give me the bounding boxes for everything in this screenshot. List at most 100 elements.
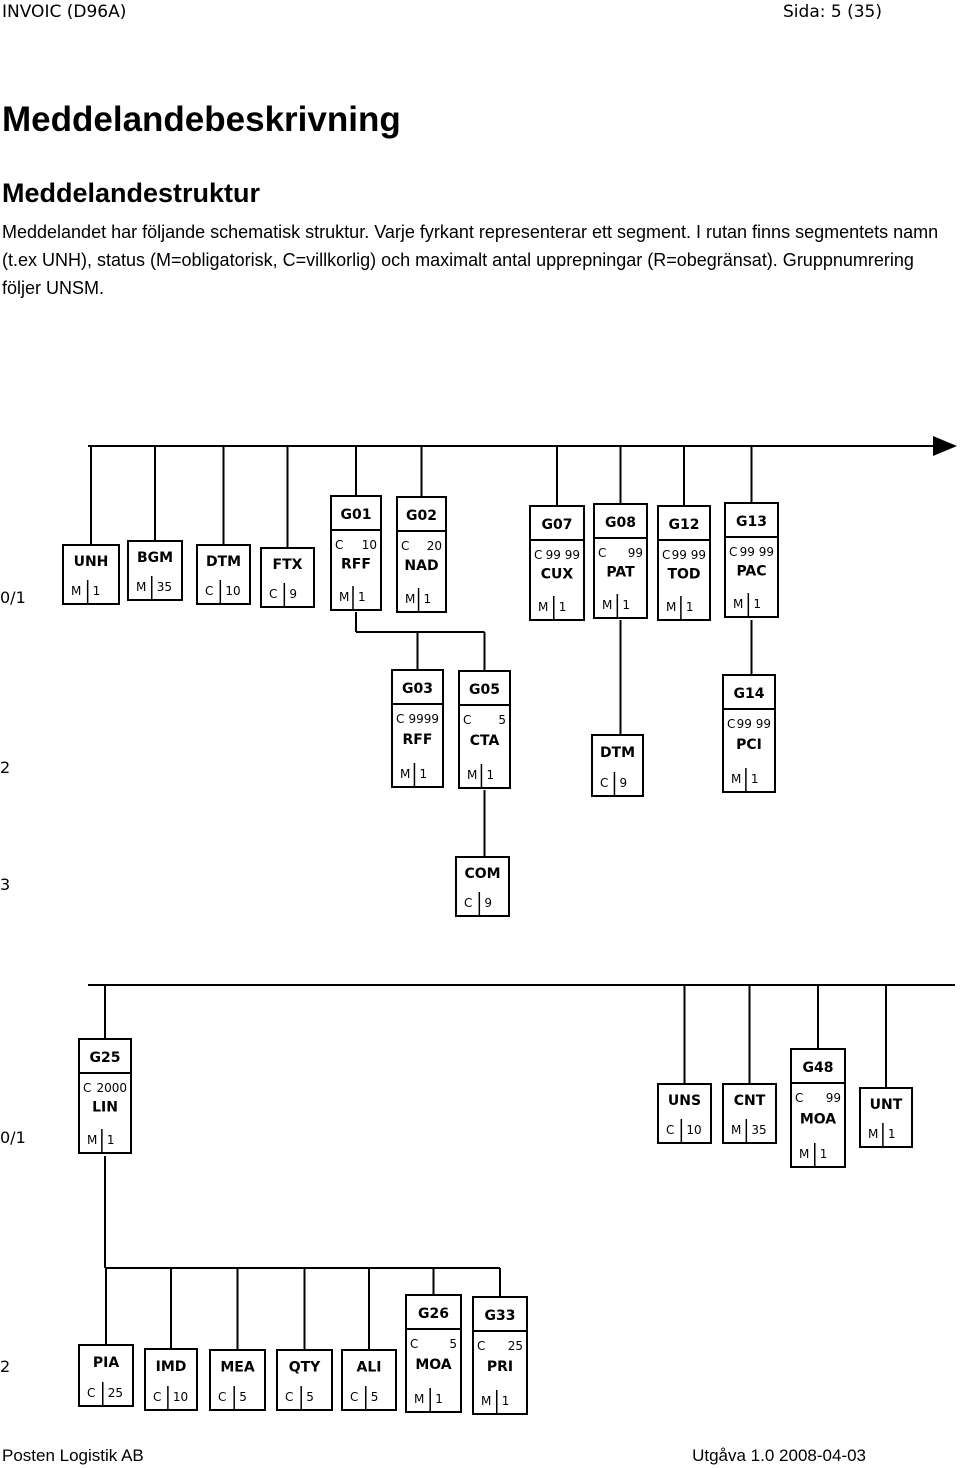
segment-repetitions: 1 — [888, 1127, 896, 1141]
segment-repetitions: 1 — [820, 1147, 828, 1161]
group-repetitions: 99 — [628, 546, 643, 560]
segment-repetitions: 1 — [424, 592, 432, 606]
segment-box — [341, 1349, 397, 1411]
segment-name: DTM — [206, 554, 241, 570]
segment-name: ALI — [357, 1360, 382, 1376]
segment-name: CNT — [734, 1093, 766, 1109]
segment-name: IMD — [156, 1359, 187, 1375]
segment-repetitions: 25 — [108, 1386, 123, 1400]
segment-status: C — [87, 1386, 95, 1400]
group-repetitions: 10 — [362, 538, 377, 552]
segment-imd: IMD C 10 — [144, 1348, 198, 1411]
group-repetitions: 99 — [826, 1091, 841, 1105]
segment-status: C — [153, 1390, 161, 1404]
segment-name: NAD — [404, 558, 438, 574]
segment-name: QTY — [289, 1360, 321, 1376]
segment-name: LIN — [92, 1099, 118, 1115]
group-status: C — [598, 546, 606, 560]
group-label: G05 — [469, 682, 500, 698]
segment-repetitions: 1 — [358, 590, 366, 604]
segment-repetitions: 1 — [486, 768, 494, 782]
segment-box — [276, 1349, 333, 1411]
group-label: G33 — [485, 1308, 516, 1324]
group-label: G08 — [605, 515, 636, 531]
group-status: C — [83, 1081, 91, 1095]
segment-status: M — [467, 768, 477, 782]
segment-box — [591, 734, 644, 797]
group-repetitions: 99 99 — [740, 545, 774, 559]
group-status: C — [477, 1339, 485, 1353]
segment-status: M — [339, 590, 349, 604]
segment-repetitions: 9 — [484, 896, 492, 910]
segment-repetitions: 9 — [289, 587, 297, 601]
segment-box — [724, 536, 779, 618]
segment-repetitions: 1 — [753, 597, 761, 611]
segment-name: MEA — [220, 1360, 254, 1376]
segment-name: FTX — [273, 557, 303, 573]
segment-repetitions: 5 — [239, 1390, 247, 1404]
segment-box — [260, 547, 315, 608]
segment-repetitions: 1 — [622, 598, 630, 612]
segment-box — [330, 529, 382, 611]
segment-status: C — [464, 896, 472, 910]
segment-status: M — [136, 580, 146, 594]
group-repetitions: 5 — [449, 1337, 457, 1351]
segment-status: M — [405, 592, 415, 606]
group-status: C — [662, 548, 670, 562]
group-label: G14 — [734, 686, 765, 702]
segment-status: M — [731, 772, 741, 786]
level-label: 2 — [0, 758, 10, 777]
segment-box — [657, 1083, 712, 1144]
segment-status: M — [71, 584, 81, 598]
group-box — [722, 674, 776, 710]
level-label: 0/1 — [0, 588, 26, 607]
group-label: G13 — [736, 514, 767, 530]
group-repetitions: 99 99 — [737, 717, 771, 731]
segment-repetitions: 10 — [686, 1123, 701, 1137]
group-repetitions: 2000 — [96, 1081, 127, 1095]
segment-repetitions: 10 — [173, 1390, 188, 1404]
group-label: G12 — [669, 517, 700, 533]
segment-repetitions: 5 — [306, 1390, 314, 1404]
level-label: 3 — [0, 875, 10, 894]
segment-repetitions: 9 — [619, 776, 627, 790]
segment-name: UNS — [668, 1093, 701, 1109]
group-label: G01 — [341, 507, 372, 523]
segment-status: M — [400, 767, 410, 781]
segment-status: C — [205, 584, 213, 598]
segment-name: DTM — [600, 745, 635, 761]
segment-repetitions: 1 — [107, 1133, 115, 1147]
group-box — [593, 503, 648, 539]
segment-name: TOD — [667, 566, 700, 582]
group-box — [657, 505, 711, 541]
group-repetitions: 99 99 — [546, 548, 580, 562]
segment-name: UNT — [870, 1097, 903, 1113]
group-box — [78, 1038, 132, 1074]
group-box — [330, 495, 382, 531]
segment-box — [529, 539, 585, 621]
segment-status: M — [414, 1392, 424, 1406]
segment-status: M — [602, 598, 612, 612]
segment-status: C — [600, 776, 608, 790]
segment-box — [405, 1328, 462, 1413]
segment-repetitions: 10 — [225, 584, 240, 598]
segment-box — [127, 540, 183, 601]
group-repetitions: 9999 — [408, 712, 439, 726]
footer-company: Posten Logistik AB — [2, 1446, 144, 1465]
group-repetitions: 25 — [508, 1339, 523, 1353]
segment-box — [859, 1087, 913, 1148]
